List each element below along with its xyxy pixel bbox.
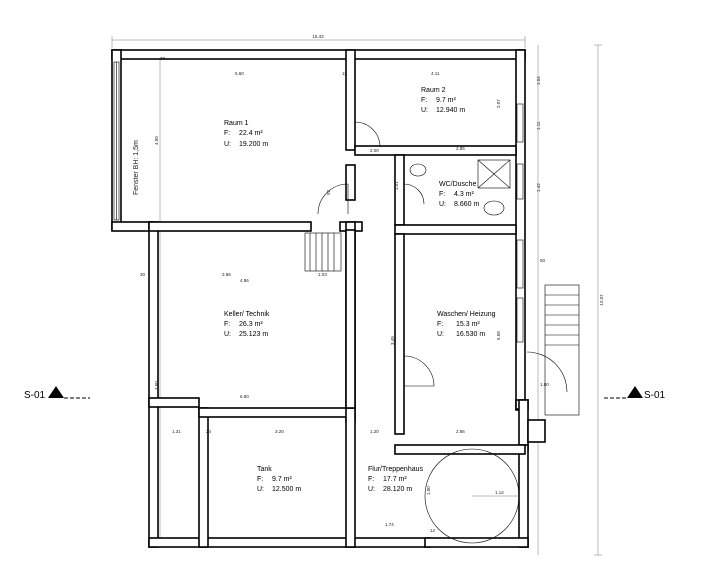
dim-1-11: 1.11: [536, 121, 541, 130]
area-label: F:: [224, 130, 230, 137]
perimeter-label: U:: [439, 201, 446, 208]
perimeter-value: 16.530 m: [456, 331, 485, 338]
dim-30-a: 30: [140, 272, 146, 277]
dim-1-01: 1.01: [394, 181, 399, 190]
section-label-left: S-01: [24, 390, 46, 401]
dim-2-86: 2.86: [456, 429, 465, 434]
stairs-keller: [304, 232, 342, 272]
dim-1-03: 1.03: [318, 272, 327, 277]
dimension-labels: 5.60 11 4.11 30 4.00 2.07 1.54 1.11 2.00…: [140, 56, 549, 533]
area-value: 26.3 m²: [239, 321, 263, 328]
perimeter-value: 28.120 m: [383, 486, 412, 493]
area-label: F:: [421, 97, 427, 104]
dim-1-31: 1.31: [172, 429, 181, 434]
dim-11: 11: [342, 71, 347, 76]
perimeter-label: U:: [421, 107, 428, 114]
dim-3-20: 3.20: [275, 429, 284, 434]
perimeter-value: 12.940 m: [436, 107, 465, 114]
area-label: F:: [437, 321, 443, 328]
room-name: WC/Dusche: [439, 181, 476, 188]
section-marker-left: S-01: [24, 386, 90, 401]
area-value: 22.4 m²: [239, 130, 263, 137]
dim-2-07: 2.07: [496, 99, 501, 108]
stairs-exterior: [544, 284, 580, 416]
overall-width-label: 15.43: [312, 34, 324, 39]
dim-1-00: 1.00: [426, 486, 431, 495]
dim-30-top: 30: [160, 56, 166, 61]
window-note: Fenster BH: 1,5m: [133, 140, 140, 195]
perimeter-value: 12.500 m: [272, 486, 301, 493]
dim-1-20: 1.20: [370, 429, 379, 434]
section-label-right: S-01: [644, 390, 666, 401]
perimeter-label: U:: [224, 331, 231, 338]
area-label: F:: [439, 191, 445, 198]
interior-walls: [148, 49, 526, 548]
dim-4-00: 4.00: [154, 136, 159, 145]
dim-4-86: 4.86: [240, 278, 249, 283]
windows: [113, 61, 524, 343]
perimeter-value: 25.123 m: [239, 331, 268, 338]
room-keller-technik: Keller/ Technik F: 26.3 m² U: 25.123 m: [224, 311, 270, 338]
dim-2-00: 2.00: [370, 148, 379, 153]
room-name: Keller/ Technik: [224, 311, 270, 318]
dim-1-74: 1.74: [385, 522, 394, 527]
doors: [317, 121, 568, 393]
dim-3-66: 3.66: [222, 272, 231, 277]
room-raum-1: Raum 1 F: 22.4 m² U: 19.200 m: [224, 120, 268, 148]
room-waschen-heizung: Waschen/ Heizung F: 15.3 m² U: 16.530 m: [437, 311, 496, 338]
overall-dimension-lines: 15.43 12.07: [111, 34, 604, 556]
room-name: Waschen/ Heizung: [437, 311, 496, 318]
room-name: Raum 1: [224, 120, 249, 127]
dim-2-85: 2.85: [456, 146, 465, 151]
dim-1-12: 1.12: [495, 490, 504, 495]
dim-4-11: 4.11: [431, 71, 440, 76]
area-label: F:: [257, 476, 263, 483]
overall-height-label: 12.07: [599, 294, 604, 306]
dim-3-49: 3.49: [390, 336, 395, 345]
area-value: 17.7 m²: [383, 476, 407, 483]
room-wc-dusche: WC/Dusche F: 4.3 m² U: 8.660 m: [439, 181, 479, 208]
wc-fixtures: [409, 159, 511, 216]
room-tank: Tank F: 9.7 m² U: 12.500 m: [257, 466, 301, 493]
dim-1-00-b: 1.00: [540, 382, 549, 387]
area-value: 4.3 m²: [454, 191, 475, 198]
area-value: 9.7 m²: [272, 476, 293, 483]
section-arrow-left-icon: [48, 386, 64, 398]
dim-6-80: 6.80: [240, 394, 249, 399]
perimeter-label: U:: [224, 141, 231, 148]
dim-24: 24: [206, 429, 212, 434]
room-flur-treppenhaus: Flur/Treppenhaus F: 17.7 m² U: 28.120 m: [368, 466, 423, 493]
area-value: 9.7 m²: [436, 97, 457, 104]
room-name: Tank: [257, 466, 272, 473]
dim-1-42: 1.42: [536, 183, 541, 192]
area-value: 15.3 m²: [456, 321, 480, 328]
area-label: F:: [224, 321, 230, 328]
perimeter-label: U:: [368, 486, 375, 493]
outer-walls: [111, 49, 546, 548]
dim-12: 12: [430, 528, 436, 533]
perimeter-value: 8.660 m: [454, 201, 479, 208]
dim-5-60: 5.60: [235, 71, 244, 76]
perimeter-value: 19.200 m: [239, 141, 268, 148]
section-marker-right: S-01: [604, 386, 666, 401]
perimeter-label: U:: [257, 486, 264, 493]
dim-50: 50: [540, 258, 546, 263]
room-raum-2: Raum 2 F: 9.7 m² U: 12.940 m: [421, 87, 465, 114]
dim-5-58: 5.58: [496, 331, 501, 340]
room-name: Flur/Treppenhaus: [368, 466, 423, 473]
area-label: F:: [368, 476, 374, 483]
dim-1-54: 1.54: [536, 76, 541, 85]
dim-92: 92: [326, 189, 331, 195]
dim-7-60: 7.60: [154, 381, 159, 390]
section-arrow-right-icon: [627, 386, 643, 398]
perimeter-label: U:: [437, 331, 444, 338]
room-name: Raum 2: [421, 87, 446, 94]
spiral-staircase: 1.12: [424, 448, 520, 544]
